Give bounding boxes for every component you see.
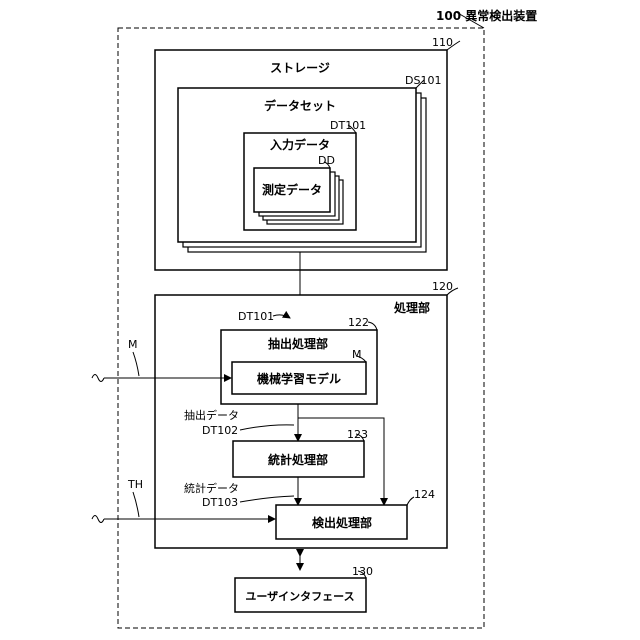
dt101-in-label: DT101 [238, 310, 274, 323]
extraction-ref: 122 [348, 316, 369, 329]
user-interface-ref: 130 [352, 565, 373, 578]
input-th-leader [133, 492, 139, 517]
extraction-title: 抽出処理部 [268, 336, 328, 351]
input-data-title: 入力データ [270, 137, 330, 152]
input-data-ref: DT101 [330, 119, 366, 132]
ml-model-ref: M [352, 348, 362, 361]
statistics-ref: 123 [347, 428, 368, 441]
ml-model-title: 機械学習モデル [257, 371, 341, 386]
storage-title: ストレージ [270, 61, 330, 75]
input-m-tilde [92, 375, 104, 382]
input-m-label: M [128, 338, 138, 351]
user-interface-title: ユーザインタフェース [245, 590, 354, 603]
input-m-leader [133, 352, 139, 376]
device-label: 100 異常検出装置 [436, 8, 537, 23]
measured-ref: DD [318, 154, 335, 167]
input-th-label: TH [127, 478, 143, 491]
dt103-label: DT103 [202, 496, 238, 509]
statistics-data-label: 統計データ [184, 481, 239, 495]
input-th-tilde [92, 516, 104, 523]
detection-title: 検出処理部 [312, 515, 372, 530]
statistics-title: 統計処理部 [268, 452, 328, 467]
extracted-data-label: 抽出データ [184, 408, 239, 422]
processing-ref: 120 [432, 280, 453, 293]
detection-ref: 124 [414, 488, 435, 501]
measured-data-title: 測定データ [262, 182, 322, 197]
dataset-ref: DS101 [405, 74, 441, 87]
storage-ref: 110 [432, 36, 453, 49]
dataset-title: データセット [264, 98, 336, 113]
dt102-label: DT102 [202, 424, 238, 437]
processing-title: 処理部 [393, 300, 430, 315]
